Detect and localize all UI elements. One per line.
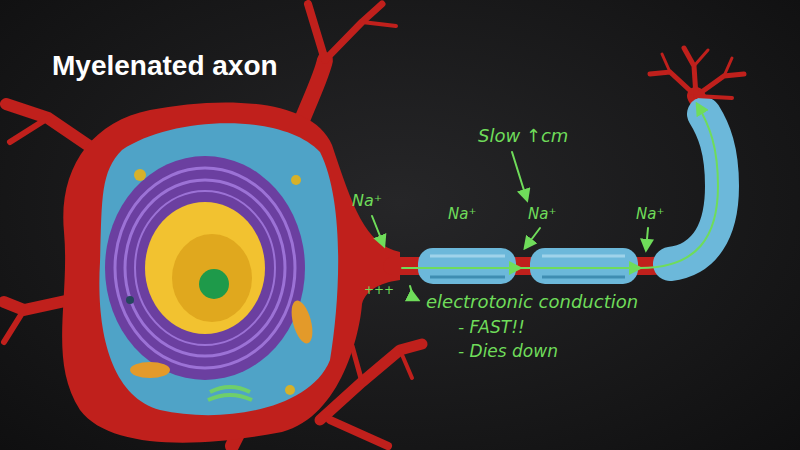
ion-label: Na⁺	[636, 206, 664, 223]
annotation-note: - FAST!!	[458, 318, 525, 338]
cell-body	[62, 102, 400, 442]
myelin-sheath	[418, 114, 722, 284]
ion-label: Na⁺	[528, 206, 556, 223]
annotation-note: - Dies down	[458, 342, 558, 362]
ion-label: Na⁺	[448, 206, 476, 223]
axon-terminal	[650, 48, 744, 98]
annotation-note: Slow ↑cm	[478, 126, 568, 147]
dendrites	[4, 4, 422, 446]
annotation-note: electrotonic conduction	[426, 292, 638, 313]
title: Myelenated axon	[52, 50, 278, 82]
axon	[392, 96, 722, 266]
ion-label: Na⁺	[352, 192, 382, 210]
annotation-arrows	[372, 104, 718, 300]
charge-label: +++	[364, 284, 394, 298]
cell-organelles	[99, 123, 338, 415]
